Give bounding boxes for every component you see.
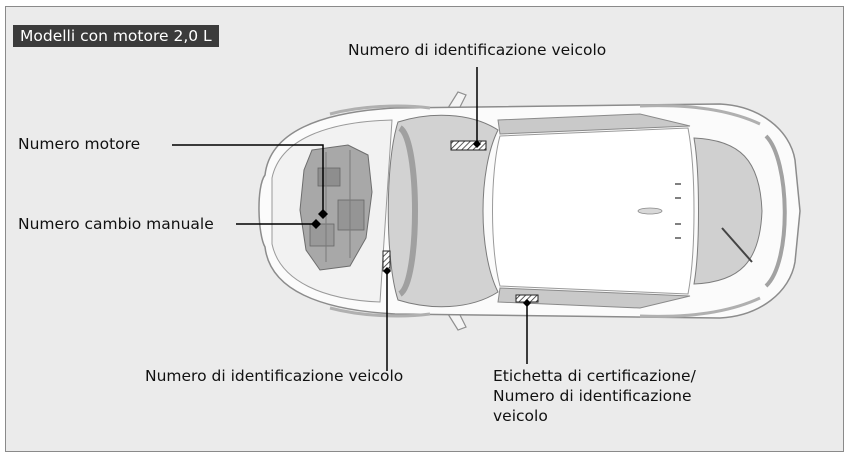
engine-number-marker — [318, 209, 328, 219]
spoiler — [764, 134, 787, 288]
certification-label-line2: Numero di identificazione — [493, 387, 692, 405]
roof-marks — [675, 183, 681, 239]
windshield-shade — [397, 125, 418, 297]
transmission-number-marker — [311, 219, 321, 229]
leader-lines — [172, 67, 528, 371]
roof — [492, 127, 695, 295]
windshield — [387, 114, 499, 308]
cert-label-marker — [523, 299, 531, 307]
model-badge: Modelli con motore 2,0 L — [13, 25, 219, 47]
certification-label-line3: veicolo — [493, 407, 548, 425]
vin-dashboard-label: Numero di identificazione veicolo — [145, 367, 404, 385]
rear-window — [693, 137, 763, 285]
left-side-window — [497, 113, 691, 135]
front-right-fender — [329, 306, 431, 318]
front-left-fender — [329, 104, 431, 116]
vin-plate-top — [450, 140, 487, 151]
engine-number-leader — [172, 144, 324, 212]
rear-left-fender — [639, 104, 761, 126]
vin-top-marker — [473, 140, 481, 148]
vin-dashboard-marker — [383, 267, 391, 275]
rear-right-fender — [639, 296, 761, 318]
rear-wiper — [721, 227, 753, 263]
vin-top-label: Numero di identificazione veicolo — [348, 41, 607, 59]
right-side-window — [497, 287, 691, 309]
engine — [299, 144, 373, 271]
manual-transmission-number-label: Numero cambio manuale — [18, 215, 214, 233]
certification-label-line1: Etichetta di certificazione/ — [493, 367, 696, 385]
callout-markers — [311, 140, 531, 307]
engine-number-label: Numero motore — [18, 135, 141, 153]
shark-fin-antenna — [637, 207, 663, 215]
